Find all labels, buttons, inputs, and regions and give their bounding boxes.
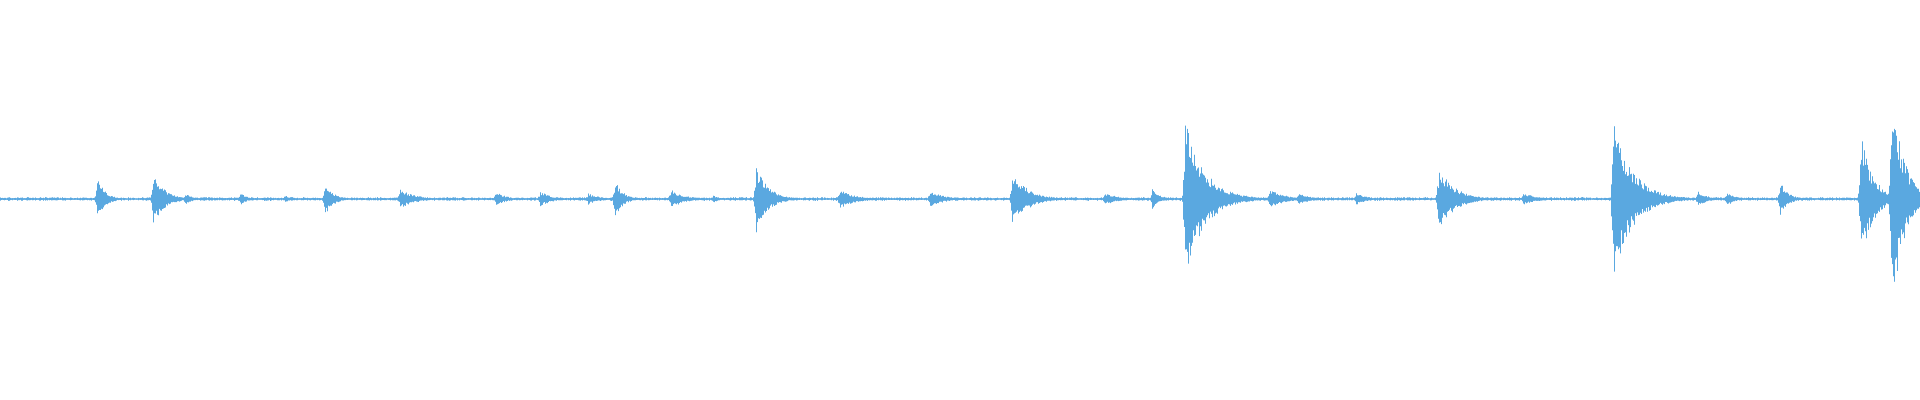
waveform-samples bbox=[0, 125, 1920, 282]
waveform-envelope bbox=[0, 125, 1920, 282]
